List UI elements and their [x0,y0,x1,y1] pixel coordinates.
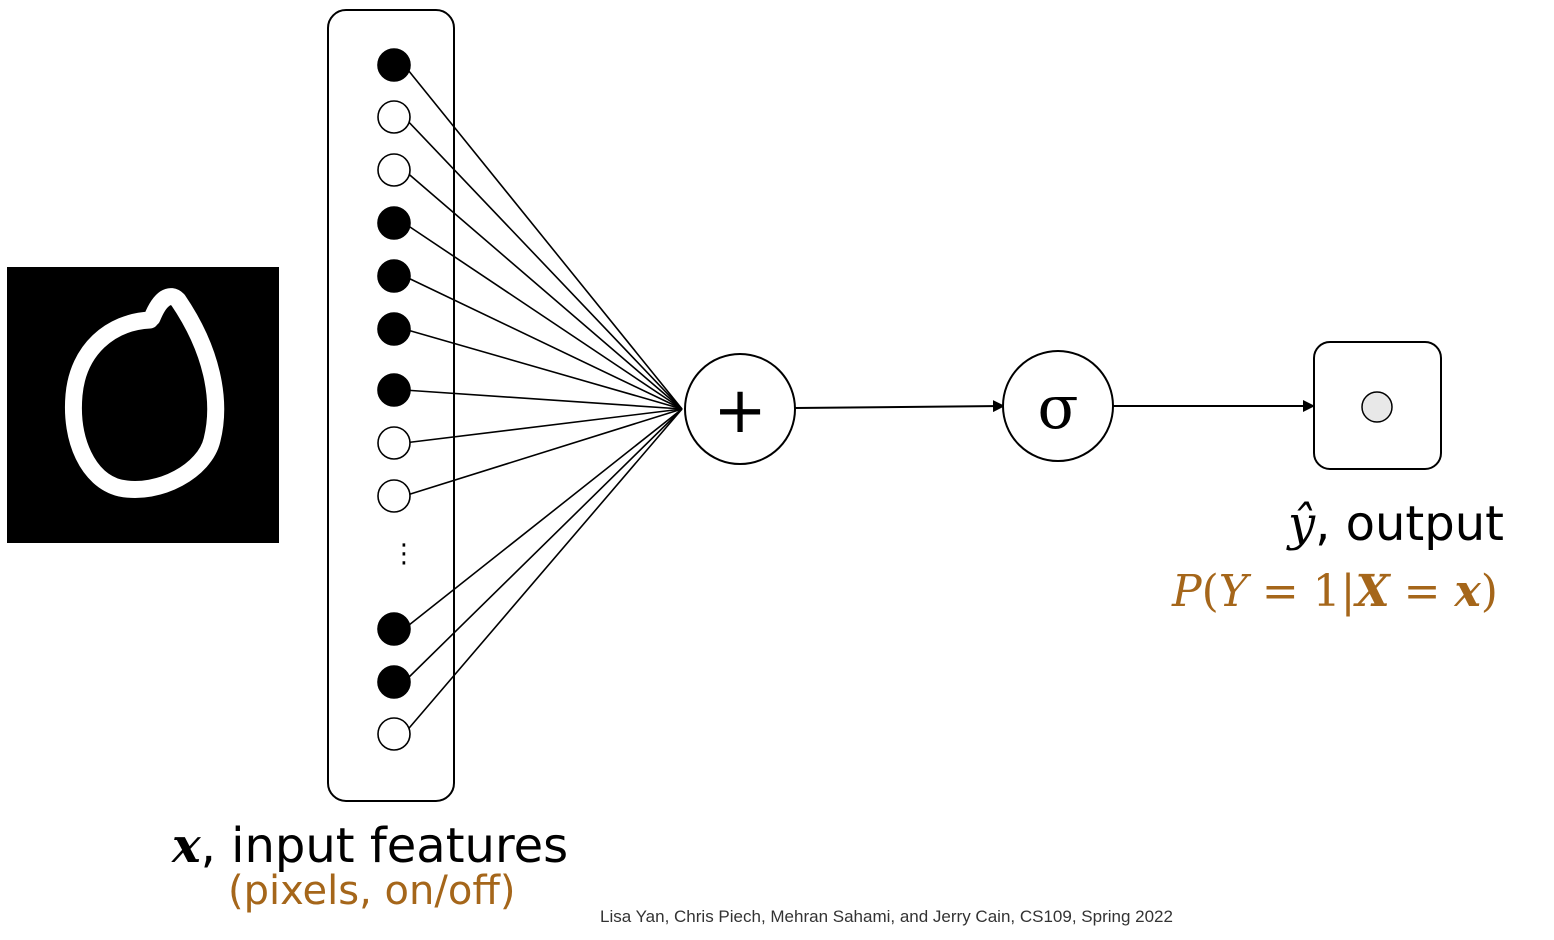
prob-p: P [1172,566,1202,617]
output-variable: ŷ [1288,496,1316,552]
connection-line [403,408,683,444]
input-node-off [377,153,411,187]
input-node-off [377,100,411,134]
footer-credit: Lisa Yan, Chris Piech, Mehran Sahami, an… [600,907,1173,926]
connection-line [403,408,683,683]
connection-line [403,116,683,410]
prob-eq1: = 1| [1247,566,1356,617]
input-node-off [377,717,411,751]
sigmoid-symbol: σ [1038,373,1079,443]
input-node-on [377,206,411,240]
connection-line [403,389,683,410]
connection-line [403,64,683,410]
connection-line [403,408,683,497]
input-node-off [377,426,411,460]
connection-line [403,328,683,410]
output-probability: P(Y = 1|X = x) [1172,566,1498,617]
input-node-on [377,259,411,293]
connection-line [403,408,683,735]
output-node [1361,391,1393,423]
input-features-label: x, input features [172,818,568,874]
sum-node [684,353,796,465]
output-label: ŷ, output [1288,496,1504,552]
input-node-on [377,373,411,407]
input-node-on [377,665,411,699]
prob-close: ) [1480,566,1498,617]
prob-x: x [1454,566,1481,617]
prob-open: ( [1201,566,1219,617]
input-node-on [377,612,411,646]
digit-image [7,267,279,543]
input-node-on [377,48,411,82]
ellipsis: ⋮ [391,539,417,569]
connection-line [403,169,683,410]
input-variable: x [172,818,201,874]
prob-y: Y [1218,566,1248,617]
connection-line [403,408,683,630]
prob-eq2: = [1389,566,1455,617]
sum-to-sigmoid-arrow [794,400,1005,413]
prob-X: X [1355,566,1390,617]
input-node-off [377,479,411,513]
connection-line [403,275,683,410]
output-label-text: , output [1315,496,1504,552]
input-label-text: , input features [200,818,569,874]
input-connections [403,64,683,735]
input-nodes [377,48,411,751]
sum-symbol: + [713,374,767,448]
input-node-on [377,312,411,346]
connection-line [403,222,683,410]
input-features-sublabel: (pixels, on/off) [228,868,516,914]
